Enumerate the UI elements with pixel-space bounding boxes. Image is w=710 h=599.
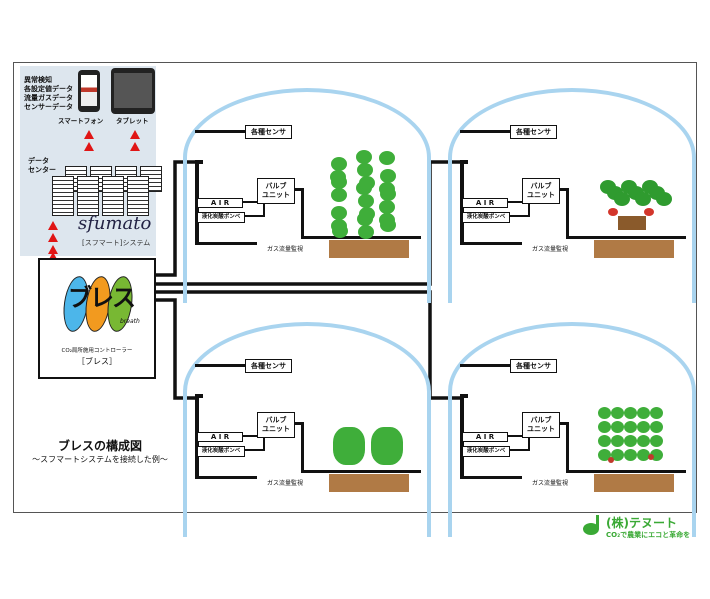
arrow-up-icon (48, 221, 58, 230)
breath-controller: ブレス breath CO₂局所施用コントローラー ［ブレス］ (38, 258, 156, 379)
greenhouse-dome (448, 88, 696, 303)
greenhouse: 各種センサ バルブ ユニット A I R 液化炭酸ボンベ ガス流量監視 (448, 88, 696, 303)
gas-monitor-label: ガス流量監視 (532, 246, 569, 253)
valve-unit-box: バルブ ユニット (522, 412, 560, 438)
logo-text: ブレス (68, 284, 136, 312)
gas-monitor-label: ガス流量監視 (267, 480, 304, 487)
air-box: A I R (197, 198, 243, 208)
soil-bed (594, 474, 674, 492)
logo-sub: breath (120, 318, 140, 325)
co2-cylinder-box: 液化炭酸ボンベ (197, 446, 245, 457)
greenhouse-dome (183, 322, 431, 537)
data-item: 各設定値データ (24, 85, 73, 93)
system-label: [スフマート]システム (82, 239, 151, 247)
smartphone-icon (78, 70, 100, 112)
soil-bed (329, 240, 409, 258)
sensor-box: 各種センサ (510, 125, 557, 139)
valve-unit-box: バルブ ユニット (257, 178, 295, 204)
soil-bed (594, 240, 674, 258)
controller-name: ［ブレス］ (77, 357, 117, 366)
caption-subtitle: ～スフマートシステムを接続した例～ (32, 455, 168, 464)
valve-unit-box: バルブ ユニット (257, 412, 295, 438)
sensor-box: 各種センサ (245, 359, 292, 373)
valve-unit-box: バルブ ユニット (522, 178, 560, 204)
sensor-box: 各種センサ (245, 125, 292, 139)
smartphone-label: スマートフォン (58, 117, 104, 125)
data-item: 流量ガスデータ (24, 94, 73, 102)
tablet-label: タブレット (116, 117, 149, 125)
soil-bed (329, 474, 409, 492)
tablet-icon (111, 68, 155, 114)
company-slogan: CO₂で農業にエコと革命を (606, 531, 691, 539)
arrow-up-icon (84, 142, 94, 151)
gas-monitor-label: ガス流量監視 (532, 480, 569, 487)
arrow-up-icon (130, 130, 140, 139)
company-name: (株)テヌート (606, 516, 677, 530)
sfumato-logo: sfumato (78, 213, 152, 234)
greenhouse: 各種センサ バルブ ユニット A I R 液化炭酸ボンベ ガス流量監視 (448, 322, 696, 537)
data-item: センサーデータ (24, 103, 73, 111)
air-box: A I R (462, 432, 508, 442)
arrow-up-icon (48, 233, 58, 242)
arrow-up-icon (48, 252, 58, 261)
arrow-up-icon (84, 130, 94, 139)
air-box: A I R (197, 432, 243, 442)
sensor-box: 各種センサ (510, 359, 557, 373)
greenhouse-dome (183, 88, 431, 303)
gas-monitor-label: ガス流量監視 (267, 246, 304, 253)
controller-desc: CO₂局所施用コントローラー (61, 348, 133, 354)
caption-title: ブレスの構成図 (57, 439, 142, 453)
greenhouse: 各種センサ バルブ ユニット A I R 液化炭酸ボンベ ガス流量監視 (183, 322, 431, 537)
co2-cylinder-box: 液化炭酸ボンベ (197, 212, 245, 223)
arrow-up-icon (48, 245, 58, 254)
datacenter-label: データ センター (28, 157, 56, 174)
greenhouse: 各種センサ バルブ ユニット A I R 液化炭酸ボンベ ガス流量監視 (183, 88, 431, 303)
sfumato-system-panel: 異常検知 各設定値データ 流量ガスデータ センサーデータ スマートフォン タブレ… (20, 66, 162, 256)
greenhouse-dome (448, 322, 696, 537)
data-item: 異常検知 (24, 76, 52, 84)
air-box: A I R (462, 198, 508, 208)
co2-cylinder-box: 液化炭酸ボンベ (462, 212, 510, 223)
company-logo-icon (583, 515, 603, 537)
breath-logo: ブレス breath (60, 274, 142, 338)
co2-cylinder-box: 液化炭酸ボンベ (462, 446, 510, 457)
data-list: 異常検知 各設定値データ 流量ガスデータ センサーデータ (24, 76, 73, 112)
server-rack-icon (52, 176, 149, 216)
arrow-up-icon (130, 142, 140, 151)
